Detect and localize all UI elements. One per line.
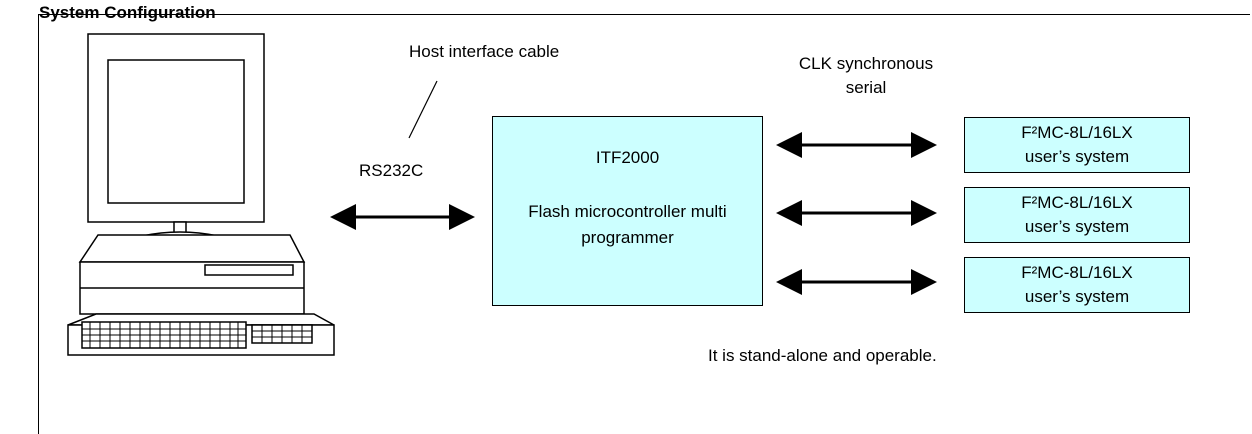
host-cable-label: Host interface cable xyxy=(409,42,560,61)
programmer-box: ITF2000 Flash microcontroller multi prog… xyxy=(492,116,763,306)
diagram-frame: System Configuration xyxy=(38,3,1250,434)
diagram-graphics xyxy=(67,33,937,356)
diagram-heading: System Configuration xyxy=(39,3,216,22)
user-system-box: F²MC-8L/16LX user’s system xyxy=(964,187,1190,243)
standalone-note: It is stand-alone and operable. xyxy=(708,346,937,365)
clk-label-line1: CLK synchronous xyxy=(798,54,934,73)
user-system-model: F²MC-8L/16LX xyxy=(1021,193,1133,212)
user-system-label: user’s system xyxy=(1024,217,1130,236)
cable-pointer-line xyxy=(408,80,438,139)
user-system-model: F²MC-8L/16LX xyxy=(1021,123,1133,142)
double-arrow-icon xyxy=(776,269,937,295)
user-system-label: user’s system xyxy=(1024,287,1130,306)
double-arrow-icon xyxy=(776,132,937,158)
personal-computer-icon xyxy=(67,33,335,356)
programmer-desc-line1: Flash microcontroller multi xyxy=(528,202,727,221)
keyboard-keys-pattern xyxy=(82,322,312,348)
rs232c-label: RS232C xyxy=(359,161,424,180)
programmer-name: ITF2000 xyxy=(595,148,660,167)
clk-label-line2: serial xyxy=(845,78,887,97)
user-system-box: F²MC-8L/16LX user’s system xyxy=(964,257,1190,313)
user-system-model: F²MC-8L/16LX xyxy=(1021,263,1133,282)
double-arrow-icon xyxy=(776,200,937,226)
double-arrow-icon xyxy=(330,204,475,230)
user-system-label: user’s system xyxy=(1024,147,1130,166)
programmer-desc-line2: programmer xyxy=(581,228,674,247)
user-system-box: F²MC-8L/16LX user’s system xyxy=(964,117,1190,173)
